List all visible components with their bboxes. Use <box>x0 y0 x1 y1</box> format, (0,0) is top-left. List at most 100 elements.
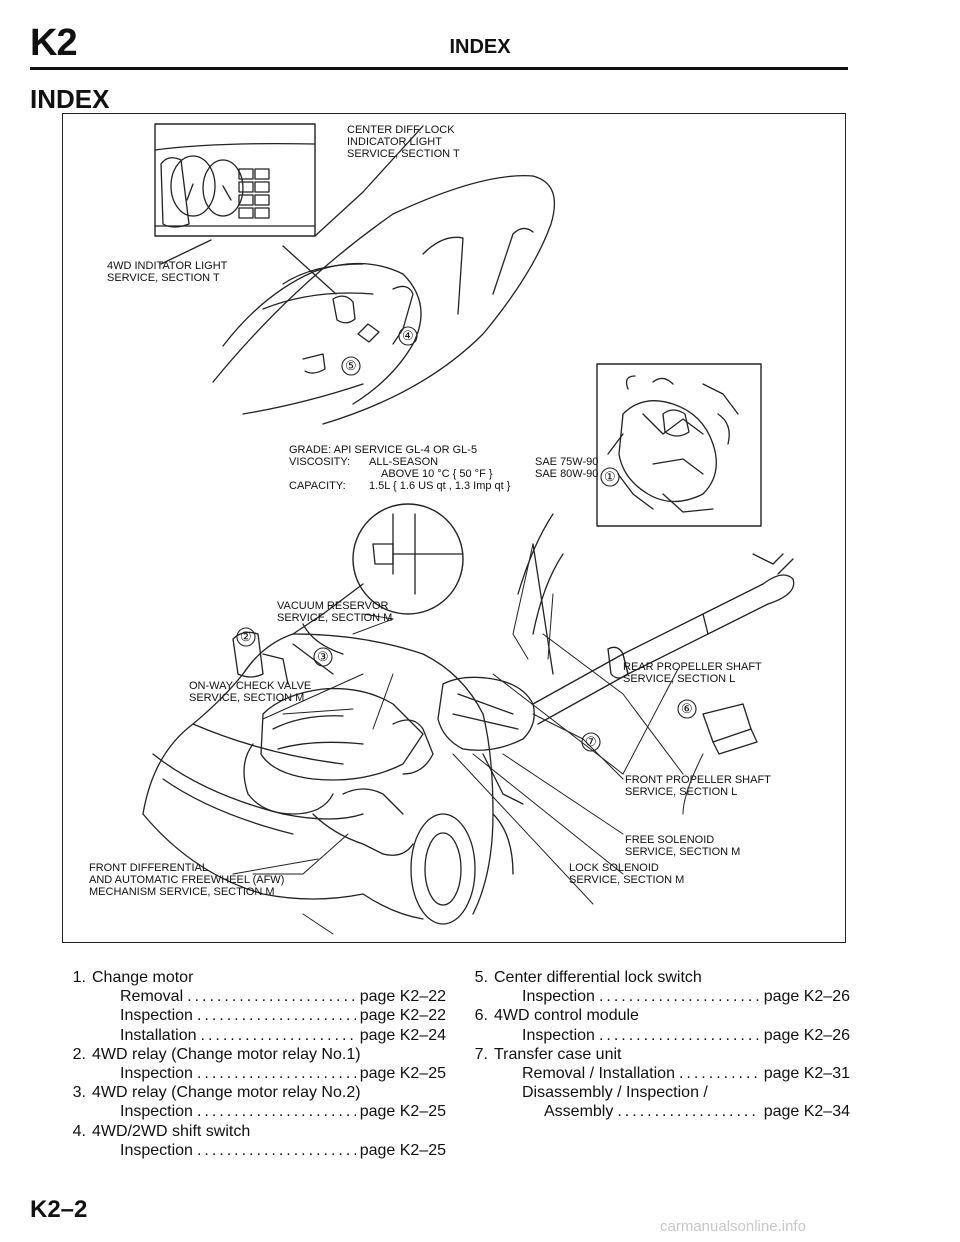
instrument-cluster-inset <box>154 123 316 237</box>
index-row: 3. 4WD relay (Change motor relay No.2) <box>64 1083 446 1102</box>
marker-circles <box>236 326 697 752</box>
marker-5: ⑤ <box>345 358 357 373</box>
index-row: Inspection..............................… <box>64 1006 446 1025</box>
callout-front-differential: FRONT DIFFERENTIAL AND AUTOMATIC FREEWHE… <box>89 862 285 898</box>
index-page-reference: page K2–25 <box>359 1065 446 1083</box>
callout-center-diff-lock: CENTER DIFF. LOCK INDICATOR LIGHT SERVIC… <box>347 124 460 160</box>
index-page-reference: page K2–34 <box>763 1103 850 1121</box>
marker-4: ④ <box>402 328 414 343</box>
fluid-spec-viscosity-1: ALL-SEASON <box>369 456 439 468</box>
index-entry-label: Inspection <box>120 1141 193 1159</box>
dot-leader: ........................................… <box>187 988 356 1006</box>
index-entry-label: Inspection <box>522 988 595 1006</box>
transfer-case-inset <box>596 363 762 527</box>
fluid-spec-viscosity-1-value: SAE 75W-90 <box>535 456 599 468</box>
index-row: Removal.................................… <box>64 987 446 1006</box>
index-item-title: 4WD control module <box>494 1007 639 1025</box>
index-page-reference: page K2–26 <box>763 1026 850 1044</box>
index-row: 6. 4WD control module <box>466 1006 850 1025</box>
fluid-spec-capacity-value: 1.5L { 1.6 US qt , 1.3 Imp qt } <box>369 480 511 492</box>
index-row: Installation............................… <box>64 1026 446 1045</box>
index-entry-label: Removal <box>120 988 184 1006</box>
callout-front-propeller-shaft: FRONT PROPELLER SHAFT SERVICE, SECTION L <box>625 774 771 798</box>
index-row: Disassembly / Inspection / <box>466 1083 850 1102</box>
dashboard-drawing <box>160 125 555 425</box>
index-entry-label: Inspection <box>522 1026 595 1044</box>
marker-3: ③ <box>317 649 329 664</box>
index-row: 7. Transfer case unit <box>466 1045 850 1064</box>
dot-leader: ........................................… <box>617 1103 759 1121</box>
index-item-number: 1. <box>72 969 86 986</box>
index-item-number: 5. <box>474 969 488 986</box>
watermark-text: carmanualsonline.info <box>660 1218 806 1235</box>
fluid-spec-grade: GRADE: API SERVICE GL-4 OR GL-5 <box>289 444 478 456</box>
vacuum-reservoir-detail <box>352 503 464 615</box>
control-module-drawing <box>702 703 758 755</box>
dot-leader: ........................................… <box>196 1065 356 1083</box>
index-row: 2. 4WD relay (Change motor relay No.1) <box>64 1045 446 1064</box>
header-rule <box>30 67 848 70</box>
index-entry-label: Inspection <box>120 1007 193 1025</box>
index-item-title: Change motor <box>92 969 194 986</box>
index-entry-label: Assembly <box>544 1103 614 1121</box>
index-page-reference: page K2–24 <box>359 1026 446 1044</box>
index-item-number: 6. <box>474 1007 488 1025</box>
index-row: 4.4WD/2WD shift switch <box>64 1122 446 1141</box>
marker-1: ① <box>604 469 616 484</box>
callout-4wd-indicator-light: 4WD INDITATOR LIGHT SERVICE, SECTION T <box>107 260 228 284</box>
dot-leader: ........................................… <box>196 1007 356 1025</box>
fluid-spec-viscosity-label: VISCOSITY: <box>289 456 351 468</box>
index-row: Inspection..............................… <box>64 1141 446 1160</box>
leader-lines <box>232 543 704 935</box>
marker-6: ⑥ <box>681 701 693 716</box>
callout-one-way-check-valve: ON-WAY CHECK VALVE SERVICE, SECTION M <box>189 680 312 704</box>
dot-leader: ........................................… <box>678 1065 760 1083</box>
callout-free-solenoid: FREE SOLENOID SERVICE, SECTION M <box>625 834 741 858</box>
index-subentry-label: Disassembly / Inspection / <box>522 1084 708 1102</box>
index-row: 5. Center differential lock switch <box>466 968 850 987</box>
callout-vacuum-reservoir: VACUUM RESERVOR SERVICE, SECTION M <box>277 600 393 624</box>
dot-leader: ........................................… <box>598 988 760 1006</box>
index-entry-label: Inspection <box>120 1103 193 1121</box>
index-row: Inspection..............................… <box>466 1026 850 1045</box>
index-entry-label: Removal / Installation <box>522 1065 675 1083</box>
section-title: INDEX <box>30 84 110 114</box>
dot-leader: ........................................… <box>196 1141 356 1159</box>
index-item-number: 7. <box>474 1045 488 1063</box>
index-page-reference: page K2–26 <box>763 988 850 1006</box>
index-row: 1. Change motor <box>64 968 446 987</box>
vehicle-illustration <box>142 123 795 935</box>
dot-leader: ........................................… <box>200 1026 356 1044</box>
index-item-number: 4. <box>72 1122 86 1140</box>
vehicle-body <box>142 513 564 925</box>
index-item-number: 3. <box>72 1084 86 1102</box>
engine-drivetrain <box>232 553 795 856</box>
index-page-reference: page K2–31 <box>763 1065 850 1083</box>
index-entry-label: Inspection <box>120 1065 193 1083</box>
index-item-title: Transfer case unit <box>494 1045 622 1063</box>
index-row: Assembly................................… <box>466 1102 850 1121</box>
marker-7: ⑦ <box>585 734 597 749</box>
index-row: Inspection..............................… <box>64 1064 446 1083</box>
index-item-title: 4WD relay (Change motor relay No.2) <box>92 1084 361 1102</box>
index-page-reference: page K2–25 <box>359 1103 446 1121</box>
index-page-reference: page K2–25 <box>359 1141 446 1159</box>
index-entry-label: Installation <box>120 1026 197 1044</box>
index-item-title: Center differential lock switch <box>494 969 702 986</box>
marker-2: ② <box>240 629 252 644</box>
fluid-spec-capacity-label: CAPACITY: <box>289 480 346 492</box>
index-item-number: 2. <box>72 1045 86 1063</box>
fluid-spec-viscosity-2: ABOVE 10 °C { 50 °F } <box>381 468 493 480</box>
callout-lock-solenoid: LOCK SOLENOID SERVICE, SECTION M <box>569 862 685 886</box>
fluid-spec-viscosity-2-value: SAE 80W-90 <box>535 468 599 480</box>
callout-rear-propeller-shaft: REAR PROPELLER SHAFT SERVICE, SECTION L <box>623 661 762 685</box>
index-item-title: 4WD relay (Change motor relay No.1) <box>92 1045 361 1063</box>
header-section-code: K2 <box>30 22 78 64</box>
index-row: Inspection..............................… <box>466 987 850 1006</box>
page-number: K2–2 <box>30 1196 88 1223</box>
component-location-figure: ④ ⑤ ① ② ③ ⑥ ⑦ CENTER DIFF. LOCK INDICATO… <box>62 113 846 943</box>
index-row: Removal / Installation..................… <box>466 1064 850 1083</box>
header-title: INDEX <box>449 36 511 58</box>
